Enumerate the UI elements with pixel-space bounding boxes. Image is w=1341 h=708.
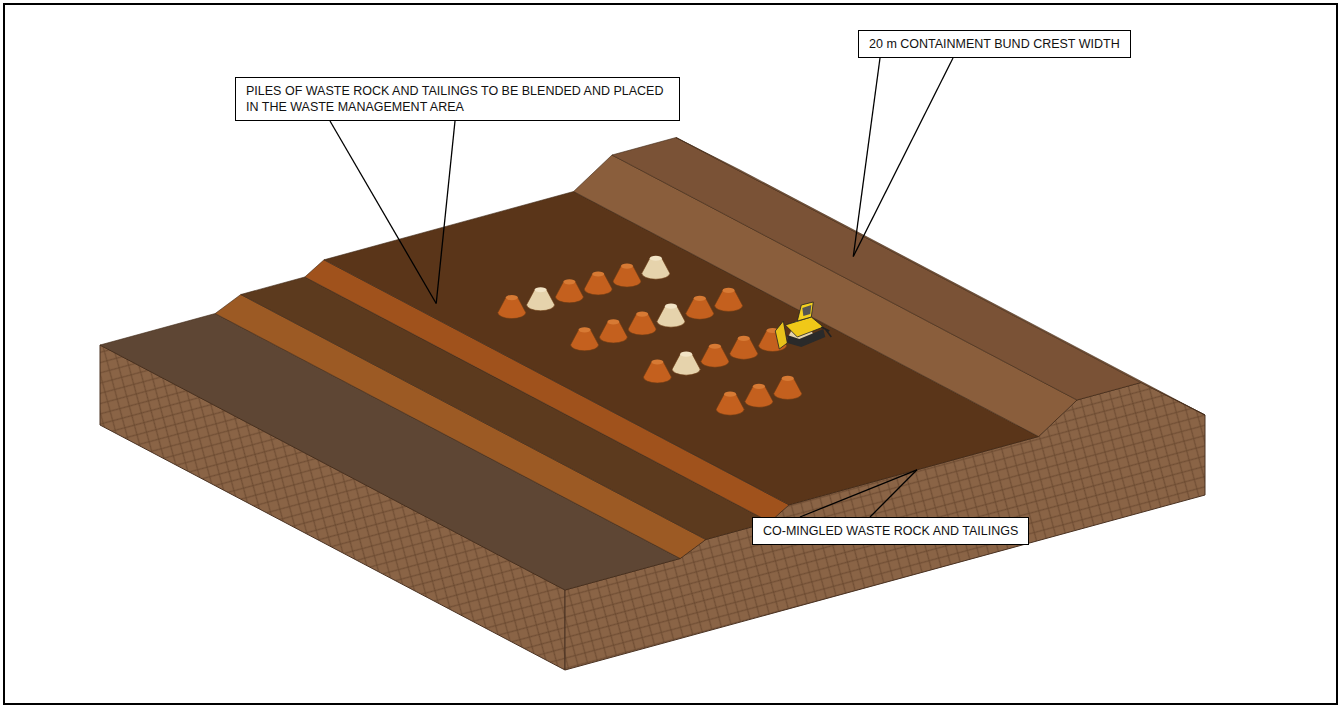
material-pile: [686, 296, 714, 320]
pile-body: [745, 386, 773, 407]
leader-line: [870, 470, 917, 517]
surface-strip: [676, 138, 1205, 416]
material-pile: [584, 271, 612, 295]
material-pile: [730, 336, 758, 360]
pile-top: [738, 336, 750, 341]
material-pile: [716, 392, 744, 416]
pile-body: [715, 290, 743, 311]
callout-text: PILES OF WASTE ROCK AND TAILINGS TO BE B…: [246, 83, 669, 115]
pile-top: [535, 287, 547, 292]
leader-line: [853, 58, 880, 257]
pile-top: [753, 384, 765, 389]
material-pile: [571, 327, 599, 351]
pile-top: [724, 392, 736, 397]
pile-top: [651, 359, 663, 364]
bulldozer: [775, 302, 831, 349]
material-pile: [701, 344, 729, 368]
pile-body: [672, 354, 700, 375]
callout-box: PILES OF WASTE ROCK AND TAILINGS TO BE B…: [235, 77, 680, 121]
material-pile: [498, 295, 526, 319]
pile-body: [527, 290, 555, 311]
pile-body: [498, 298, 526, 319]
material-pile: [672, 352, 700, 376]
pile-body: [584, 274, 612, 295]
pile-top: [782, 376, 794, 381]
pile-top: [636, 311, 648, 316]
surface-strip: [612, 138, 1141, 401]
material-pile: [643, 359, 671, 383]
pile-body: [571, 330, 599, 351]
material-pile: [628, 311, 656, 335]
frame: [4, 4, 1337, 704]
pile-body: [599, 322, 627, 343]
pile-body: [628, 314, 656, 335]
pile-top: [723, 288, 735, 293]
pile-body: [642, 258, 670, 279]
material-pile: [657, 304, 685, 328]
pile-top: [709, 344, 721, 349]
pile-top: [650, 256, 662, 261]
material-pile: [774, 376, 802, 400]
dozer-ripper: [821, 327, 831, 337]
pile-body: [730, 338, 758, 359]
leader-line: [853, 58, 953, 257]
surface-strip: [574, 155, 1077, 437]
pile-top: [592, 271, 604, 276]
material-pile: [715, 288, 743, 312]
pile-body: [716, 394, 744, 415]
pile-top: [579, 327, 591, 332]
pile-body: [686, 298, 714, 319]
material-pile: [613, 264, 641, 288]
callout-text: CO-MINGLED WASTE ROCK AND TAILINGS: [763, 523, 1018, 539]
pile-top: [506, 295, 518, 300]
pile-body: [657, 306, 685, 327]
pile-top: [607, 319, 619, 324]
callout-box: CO-MINGLED WASTE ROCK AND TAILINGS: [752, 517, 1029, 545]
leader-line: [800, 470, 917, 517]
dozer-track: [787, 329, 825, 347]
dozer-cab: [797, 302, 813, 321]
material-pile: [527, 287, 555, 311]
leader-line: [330, 121, 436, 304]
pile-body: [555, 282, 583, 303]
pile-body: [613, 266, 641, 287]
dozer-window: [802, 305, 811, 316]
pile-top: [680, 352, 692, 357]
pile-top: [694, 296, 706, 301]
pile-top: [563, 279, 575, 284]
material-pile: [555, 279, 583, 303]
callout-text: 20 m CONTAINMENT BUND CREST WIDTH: [869, 36, 1120, 52]
material-pile: [599, 319, 627, 343]
pile-top: [621, 264, 633, 269]
leader-line: [436, 121, 455, 304]
material-pile: [642, 256, 670, 280]
material-pile: [745, 384, 773, 408]
waste-area-block: [100, 138, 1205, 671]
pile-body: [701, 346, 729, 367]
callout-box: 20 m CONTAINMENT BUND CREST WIDTH: [858, 30, 1131, 58]
pile-top: [665, 304, 677, 309]
pile-body: [643, 362, 671, 383]
pile-body: [774, 378, 802, 399]
